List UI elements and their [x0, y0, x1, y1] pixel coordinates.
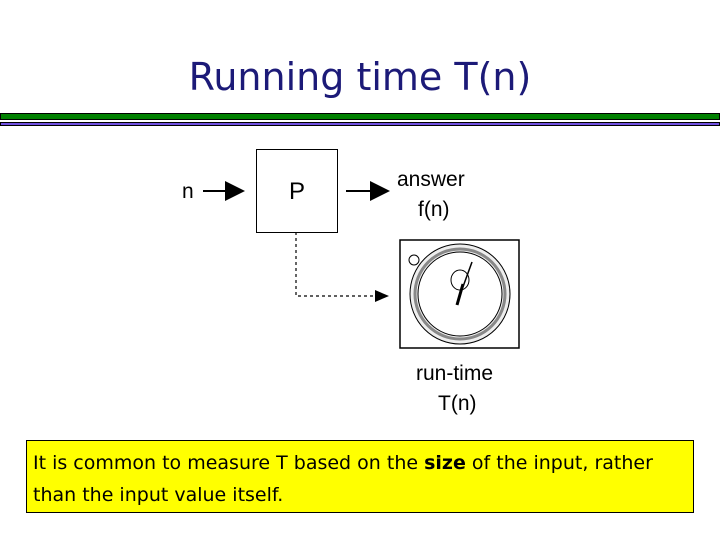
note-text: It is common to measure T based on the: [33, 452, 425, 474]
answer-label: answer: [397, 168, 465, 191]
fn-label: f(n): [418, 198, 450, 221]
tn-label: T(n): [438, 392, 477, 415]
note-bold: size: [424, 452, 466, 474]
program-label: P: [289, 178, 306, 205]
program-box: P: [256, 149, 338, 233]
runtime-label: run-time: [416, 362, 494, 385]
timer-dashed-line: [295, 232, 386, 297]
note-text-end: of the input, rather than the input valu…: [33, 452, 653, 506]
stopwatch-icon: [399, 239, 520, 349]
input-label: n: [182, 180, 194, 203]
note-box: It is common to measure T based on the s…: [26, 440, 694, 513]
slide-title: Running time T(n): [188, 55, 532, 99]
